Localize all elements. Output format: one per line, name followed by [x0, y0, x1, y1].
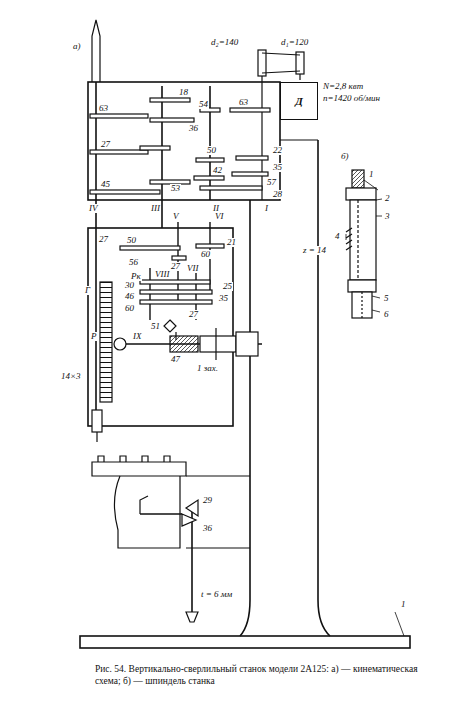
motor-label: Д	[295, 95, 303, 107]
callout-label: 1 зах.	[196, 364, 219, 373]
callout-label: 27	[188, 310, 199, 319]
figure-caption: Рис. 54. Вертикально-сверлильный станок …	[95, 664, 425, 688]
callout-label: 25	[222, 282, 233, 291]
callout-label: t = 6 мм	[200, 590, 233, 599]
callout-label: 2	[384, 194, 391, 203]
callout-label: 21	[226, 238, 237, 247]
callout-label: 56	[128, 258, 139, 267]
callout-label: IX	[132, 332, 143, 341]
callout-label: d₁=120	[280, 38, 309, 47]
callout-label: 42	[212, 166, 223, 175]
callout-label: 47	[170, 355, 181, 364]
callout-label: VII	[186, 264, 200, 273]
callout-label: 60	[200, 250, 211, 259]
callout-label: 60	[124, 304, 135, 313]
callout-label: 27	[100, 140, 111, 149]
callout-label: Г	[84, 286, 91, 295]
callout-label: 6	[383, 310, 390, 319]
callout-label: 53	[170, 184, 181, 193]
callout-label: 54	[198, 100, 209, 109]
callout-label: 28	[272, 190, 283, 199]
callout-label: 36	[188, 124, 199, 133]
callout-label: 14×3	[60, 372, 82, 381]
callout-label: 29	[202, 496, 213, 505]
callout-label: 27	[170, 262, 181, 271]
callout-label: 22	[272, 146, 283, 155]
callout-label: III	[150, 204, 161, 213]
callout-label: Рк	[130, 272, 142, 281]
callout-label: 51	[150, 322, 161, 331]
callout-label: Р	[90, 332, 98, 341]
callout-label: 57	[266, 178, 277, 187]
callout-label: I	[264, 204, 269, 213]
callout-label: 63	[98, 104, 109, 113]
callout-label: n=1420 об/мин	[322, 94, 381, 103]
callout-label: 27	[98, 235, 109, 244]
callout-label: IV	[88, 204, 99, 213]
callout-label: 46	[124, 292, 135, 301]
callout-label: 36	[202, 524, 213, 533]
callout-label: 30	[124, 281, 135, 290]
callout-label: 63	[238, 98, 249, 107]
callout-label: 4	[334, 232, 341, 241]
callout-label: V	[172, 212, 180, 221]
callout-label: 45	[100, 180, 111, 189]
callout-label: а)	[72, 42, 82, 51]
callout-label: VIII	[154, 270, 171, 279]
callout-label: N=2,8 квт	[322, 82, 364, 91]
callout-label: 3	[384, 212, 391, 221]
callout-label: 35	[272, 163, 283, 172]
callout-label: 50	[206, 146, 217, 155]
callout-label: 35	[218, 294, 229, 303]
callout-label: 18	[178, 88, 189, 97]
callout-label: VI	[214, 212, 225, 221]
callout-label: 1	[400, 600, 407, 609]
callout-label: z = 14	[302, 246, 327, 255]
callout-label: 1	[368, 170, 375, 179]
callout-label: 5	[383, 294, 390, 303]
callout-label: б)	[340, 152, 350, 161]
callout-label: 50	[126, 236, 137, 245]
motor-box: Д	[280, 82, 318, 120]
callout-label: d₂=140	[210, 38, 239, 47]
